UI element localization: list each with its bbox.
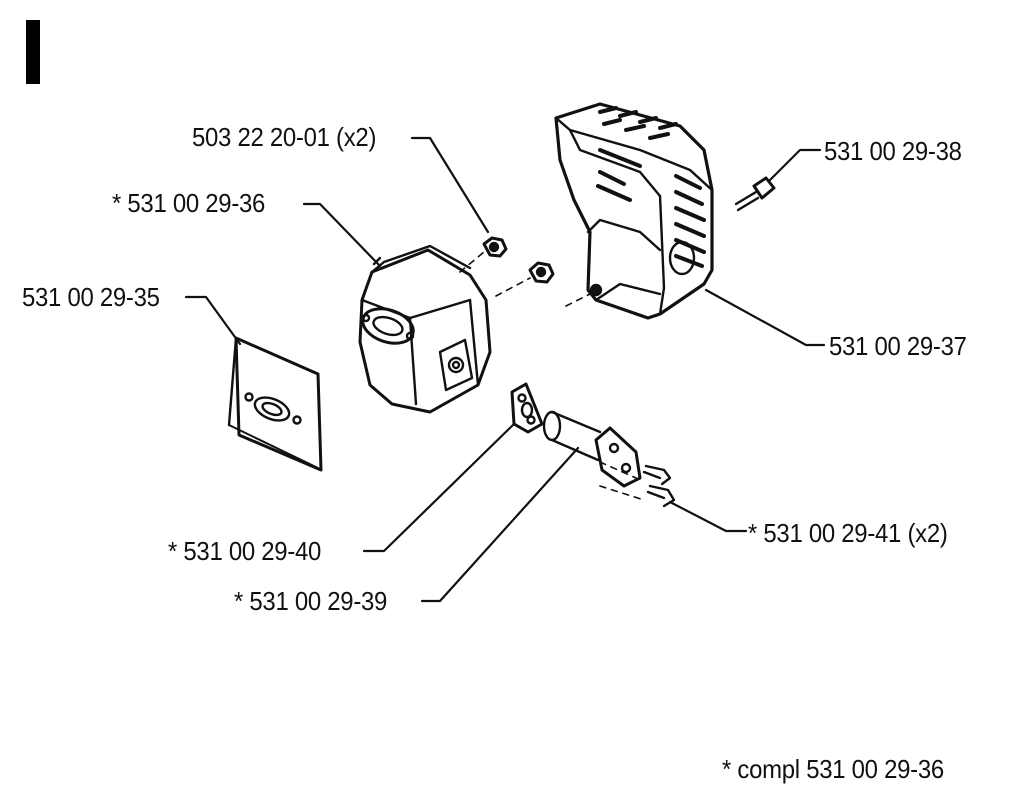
- assembly-lines: [459, 251, 645, 501]
- screws-pair-part: [642, 464, 676, 508]
- part-label-cover: 531 00 29-37: [829, 331, 967, 361]
- footnote-complete-assembly: * compl 531 00 29-36: [722, 754, 944, 784]
- gasket-plate-part: [227, 336, 323, 472]
- screw-part: [734, 176, 776, 212]
- flange-gasket-part: [510, 382, 544, 434]
- muffler-part: [358, 244, 492, 414]
- exhaust-tube-part: [542, 410, 642, 488]
- cylinder-cover-part: [554, 102, 714, 320]
- part-label-tube: * 531 00 29-39: [234, 586, 388, 616]
- part-label-screw-top: 531 00 29-38: [824, 136, 962, 166]
- part-label-gasket: 531 00 29-35: [22, 282, 160, 312]
- part-label-nut: 503 22 20-01 (x2): [192, 122, 377, 152]
- section-letter-mark: [26, 20, 40, 84]
- part-label-screws-bottom: * 531 00 29-41 (x2): [748, 518, 948, 548]
- nut-part: [482, 236, 555, 284]
- leader-lines: [184, 136, 826, 603]
- part-label-flange-gasket: * 531 00 29-40: [168, 536, 322, 566]
- part-label-muffler: * 531 00 29-36: [112, 188, 266, 218]
